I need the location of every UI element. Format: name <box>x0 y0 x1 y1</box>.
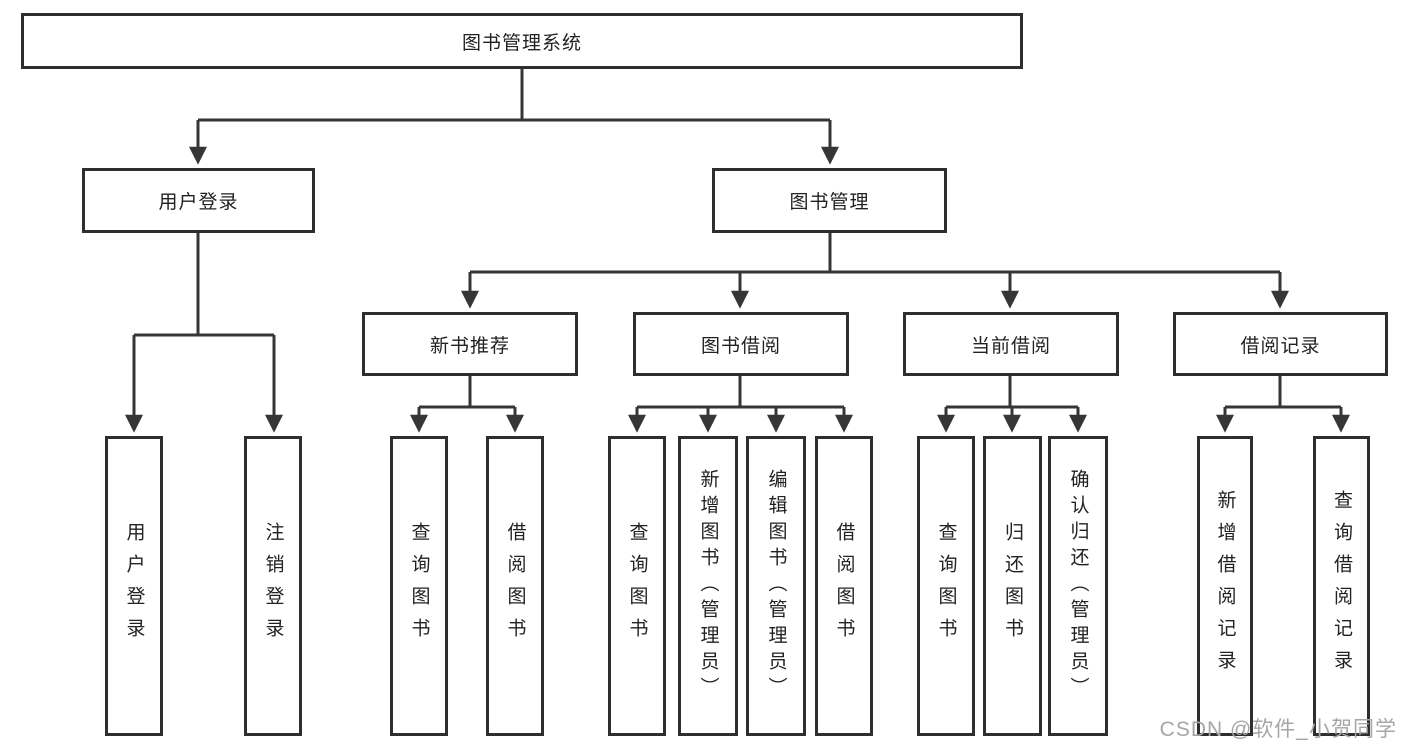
node-root: 图书管理系统 <box>21 13 1023 69</box>
leaf-records-add-record-label: 新增借阅记录 <box>1214 490 1236 682</box>
node-book-management: 图书管理 <box>712 168 947 233</box>
leaf-records-query-record: 查询借阅记录 <box>1313 436 1370 736</box>
leaf-current-return-books: 归还图书 <box>983 436 1042 736</box>
node-root-label: 图书管理系统 <box>461 32 582 54</box>
leaf-current-query-books-label: 查询图书 <box>935 522 957 650</box>
leaf-current-return-books-label: 归还图书 <box>1002 522 1023 650</box>
leaf-user-login: 用户登录 <box>105 436 163 736</box>
leaf-user-login-label: 用户登录 <box>123 522 145 650</box>
leaf-borrow-query-books: 查询图书 <box>608 436 666 736</box>
node-borrow-records: 借阅记录 <box>1173 312 1388 376</box>
leaf-borrow-borrow-books: 借阅图书 <box>815 436 873 736</box>
leaf-newrec-borrow-books: 借阅图书 <box>486 436 544 736</box>
leaf-borrow-borrow-books-label: 借阅图书 <box>833 522 855 650</box>
leaf-logout-label: 注销登录 <box>262 522 284 650</box>
leaf-current-confirm-return-admin-label: 确认归还（管理员） <box>1067 469 1089 703</box>
node-book-borrow: 图书借阅 <box>633 312 849 376</box>
node-current-borrow: 当前借阅 <box>903 312 1119 376</box>
leaf-logout: 注销登录 <box>244 436 302 736</box>
leaf-current-query-books: 查询图书 <box>917 436 975 736</box>
leaf-borrow-edit-books-admin: 编辑图书（管理员） <box>746 436 806 736</box>
leaf-records-add-record: 新增借阅记录 <box>1197 436 1253 736</box>
leaf-borrow-edit-books-admin-label: 编辑图书（管理员） <box>765 469 787 703</box>
node-new-book-recommend-label: 新书推荐 <box>429 335 510 357</box>
leaf-newrec-borrow-books-label: 借阅图书 <box>504 522 526 650</box>
leaf-records-query-record-label: 查询借阅记录 <box>1331 490 1352 682</box>
node-user-login: 用户登录 <box>82 168 315 233</box>
node-current-borrow-label: 当前借阅 <box>970 335 1051 357</box>
node-borrow-records-label: 借阅记录 <box>1240 335 1321 357</box>
leaf-current-confirm-return-admin: 确认归还（管理员） <box>1048 436 1108 736</box>
node-book-management-label: 图书管理 <box>789 192 870 213</box>
leaf-borrow-add-books-admin: 新增图书（管理员） <box>678 436 738 736</box>
node-book-borrow-label: 图书借阅 <box>700 335 781 357</box>
leaf-newrec-query-books-label: 查询图书 <box>408 522 430 650</box>
leaf-newrec-query-books: 查询图书 <box>390 436 448 736</box>
leaf-borrow-query-books-label: 查询图书 <box>626 522 648 650</box>
watermark: CSDN @软件_小贺同学 <box>1159 718 1397 741</box>
node-new-book-recommend: 新书推荐 <box>362 312 578 376</box>
leaf-borrow-add-books-admin-label: 新增图书（管理员） <box>697 469 719 703</box>
node-user-login-label: 用户登录 <box>158 192 239 213</box>
